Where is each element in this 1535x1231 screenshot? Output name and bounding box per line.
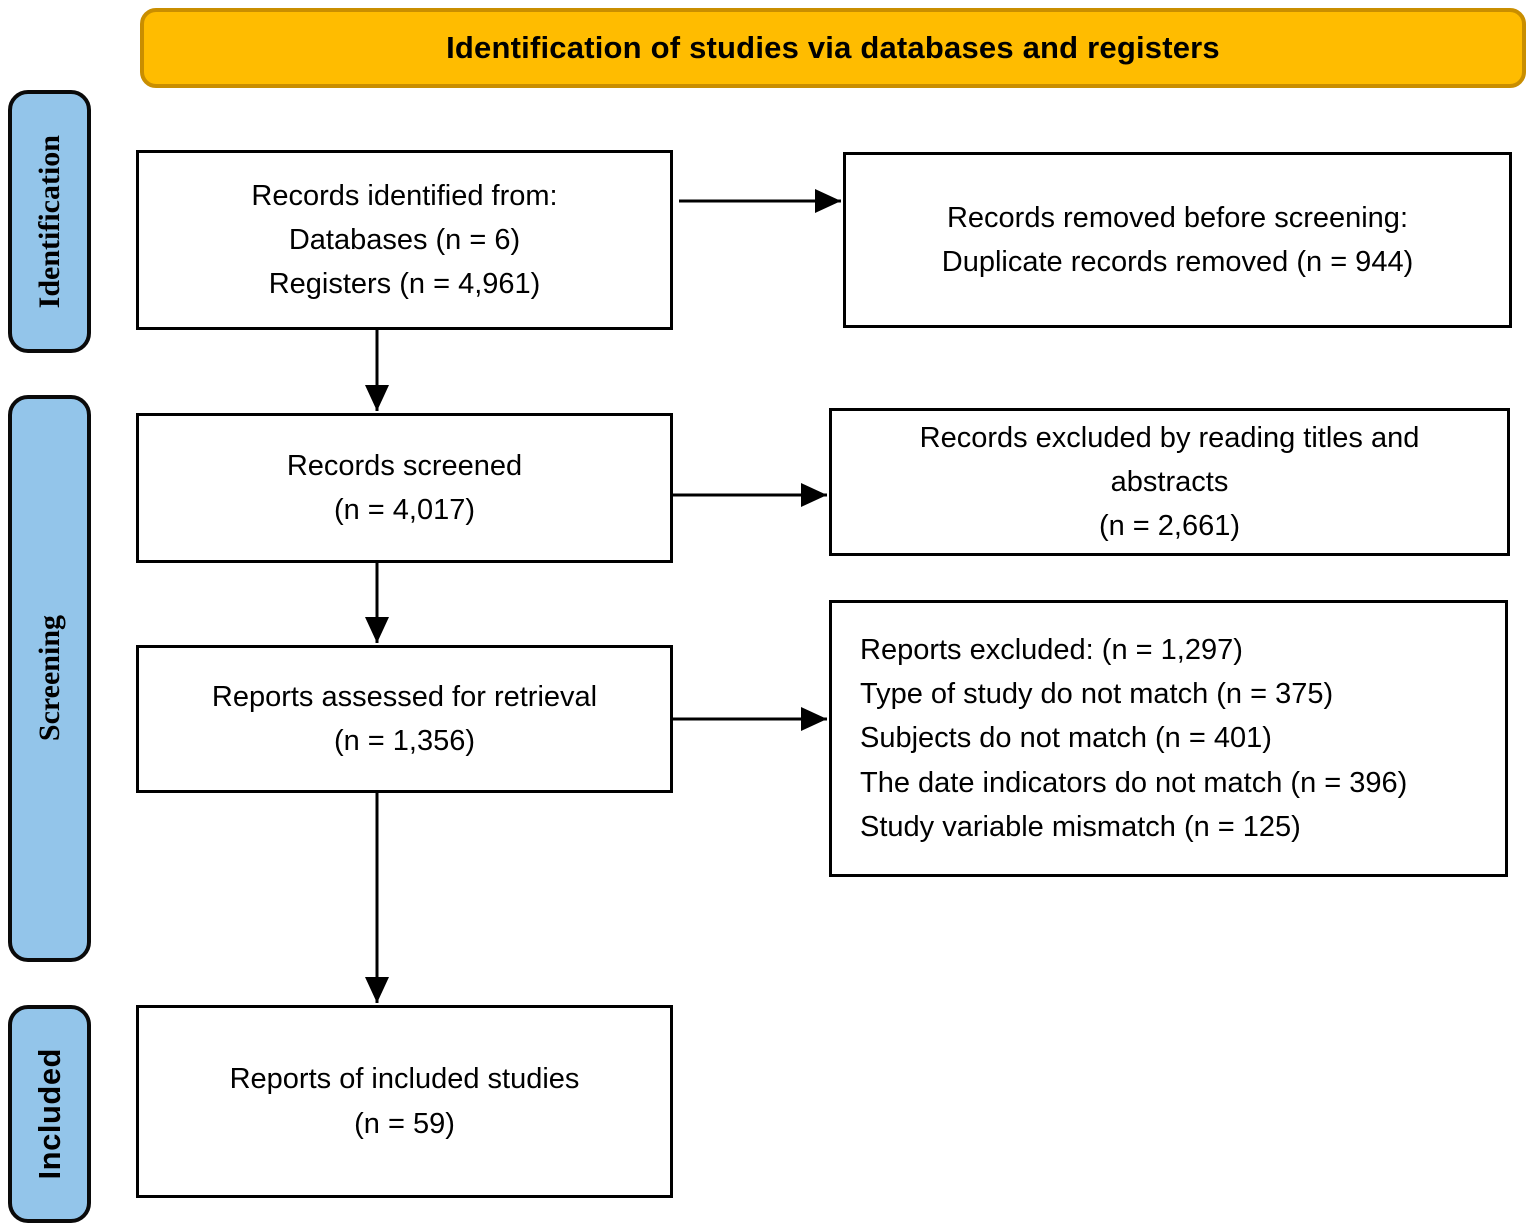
text-line: Duplicate records removed (n = 944) bbox=[941, 246, 1414, 278]
text-line: The date indicators do not match (n = 39… bbox=[860, 766, 1408, 799]
box-records-screened: Records screened (n = 4,017) bbox=[136, 413, 673, 563]
stage-label-screening: Screening bbox=[8, 395, 91, 962]
banner-title: Identification of studies via databases … bbox=[446, 30, 1220, 65]
box-reports-excluded: Reports excluded: (n = 1,297) Type of st… bbox=[829, 600, 1508, 877]
stage-label-included-text: Included bbox=[31, 1048, 67, 1180]
box-records-identified: Records identified from: Databases (n = … bbox=[136, 150, 673, 330]
text-line: Records removed before screening: bbox=[946, 201, 1408, 234]
text-line: (n = 59) bbox=[354, 1107, 455, 1140]
text-line: (n = 1,356) bbox=[333, 725, 476, 757]
text-line: Reports of included studies bbox=[229, 1063, 580, 1096]
box-reports-included: Reports of included studies (n = 59) bbox=[136, 1005, 673, 1198]
text-line: Databases (n = 6) bbox=[288, 223, 521, 256]
text-line: Subjects do not match (n = 401) bbox=[860, 722, 1272, 755]
text-line: (n = 4,017) bbox=[333, 494, 476, 526]
text-line: Study variable mismatch (n = 125) bbox=[860, 810, 1301, 843]
box-records-removed: Records removed before screening: Duplic… bbox=[843, 152, 1512, 328]
banner: Identification of studies via databases … bbox=[140, 8, 1526, 88]
stage-label-screening-text: Screening bbox=[32, 615, 66, 742]
box-reports-assessed: Reports assessed for retrieval (n = 1,35… bbox=[136, 645, 673, 793]
text-line: Type of study do not match (n = 375) bbox=[860, 678, 1334, 711]
box-records-excluded-titles-abstracts: Records excluded by reading titles and a… bbox=[829, 408, 1510, 556]
text-line: Registers (n = 4,961) bbox=[268, 268, 541, 301]
text-line: Records excluded by reading titles and a… bbox=[919, 421, 1420, 498]
text-line: Records identified from: bbox=[251, 179, 558, 212]
stage-label-included: Included bbox=[8, 1005, 91, 1223]
text-line: Reports assessed for retrieval bbox=[211, 680, 598, 713]
text-line: Reports excluded: (n = 1,297) bbox=[860, 634, 1243, 667]
stage-label-identification: Identification bbox=[8, 90, 91, 353]
stage-label-identification-text: Identification bbox=[32, 134, 66, 309]
text-line: (n = 2,661) bbox=[1098, 510, 1241, 543]
text-line: Records screened bbox=[286, 449, 523, 482]
